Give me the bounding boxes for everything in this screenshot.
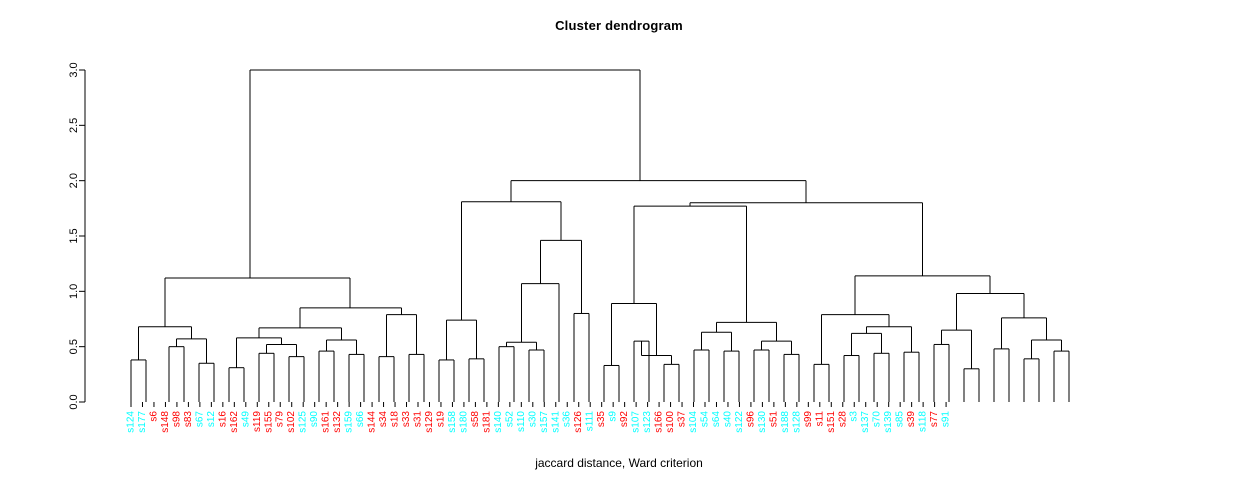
- y-axis-tick-label: 2.0: [68, 173, 80, 188]
- leaf-label: s162: [229, 411, 240, 433]
- leaf-label: s180: [458, 411, 469, 433]
- leaf-label: s118: [918, 411, 929, 432]
- leaf-label: s36: [562, 411, 573, 428]
- leaf-label: s122: [734, 411, 745, 433]
- leaf-label: s18: [390, 411, 401, 428]
- leaf-label: s6: [148, 411, 159, 422]
- leaf-label: s157: [539, 411, 550, 433]
- leaf-label: s66: [355, 411, 366, 428]
- leaf-label: s92: [619, 411, 630, 428]
- leaf-label: s159: [344, 411, 355, 433]
- leaf-label: s77: [929, 411, 940, 428]
- leaf-label: s132: [332, 411, 343, 433]
- leaf-label: s111: [585, 411, 596, 432]
- leaf-label: s144: [367, 411, 378, 433]
- leaf-label: s104: [688, 411, 699, 433]
- leaf-label: s177: [137, 411, 148, 433]
- leaf-label: s67: [194, 411, 205, 428]
- leaf-label: s90: [309, 411, 320, 428]
- y-axis-tick-label: 2.5: [68, 118, 80, 133]
- leaf-label: s51: [768, 411, 779, 428]
- y-axis: 0.0 0.5 1.0 1.5 2.0 2.5 3.0: [68, 62, 86, 410]
- leaf-label: s130: [757, 411, 768, 433]
- leaf-label: s3: [849, 411, 860, 422]
- leaf-label: s110: [516, 411, 527, 432]
- leaf-label: s96: [745, 411, 756, 428]
- leaf-label: s58: [470, 411, 481, 428]
- leaf-label: s181: [481, 411, 492, 433]
- leaf-label: s124: [126, 411, 137, 433]
- leaf-label: s83: [183, 411, 194, 428]
- y-axis-tick-label: 3.0: [68, 62, 80, 77]
- leaf-label: s188: [780, 411, 791, 433]
- leaf-label: s49: [240, 411, 251, 428]
- leaf-label: s100: [665, 411, 676, 433]
- leaf-label: s54: [700, 411, 711, 428]
- x-axis-caption: jaccard distance, Ward criterion: [535, 456, 703, 470]
- leaf-label: s33: [401, 411, 412, 428]
- leaf-label: s40: [722, 411, 733, 428]
- leaf-label: s12: [206, 411, 217, 428]
- y-axis-tick-label: 0.0: [68, 394, 80, 409]
- leaf-label: s151: [826, 411, 837, 433]
- y-axis-tick-label: 1.5: [68, 228, 80, 243]
- leaf-label: s79: [275, 411, 286, 428]
- leaf-label: s128: [791, 411, 802, 433]
- leaf-label: s125: [298, 411, 309, 433]
- leaf-label: s31: [413, 411, 424, 428]
- leaf-label: s98: [171, 411, 182, 428]
- leaf-label: s30: [527, 411, 538, 428]
- leaf-label: s129: [424, 411, 435, 433]
- leaf-label: s119: [252, 411, 263, 432]
- leaf-label: s137: [860, 411, 871, 433]
- leaf-label: s155: [263, 411, 274, 433]
- leaf-label: s16: [217, 411, 228, 428]
- dendrogram-tree: [130, 69, 1070, 402]
- leaf-label: s166: [654, 411, 665, 433]
- leaf-label: s85: [895, 411, 906, 428]
- leaf-label: s158: [447, 411, 458, 433]
- leaf-label: s19: [435, 411, 446, 428]
- leaf-label: s123: [642, 411, 653, 433]
- leaf-label: s102: [286, 411, 297, 433]
- leaf-label: s126: [573, 411, 584, 433]
- leaf-label: s70: [872, 411, 883, 428]
- page-title: Cluster dendrogram: [555, 18, 683, 33]
- leaf-label: s91: [941, 411, 952, 428]
- leaf-label: s140: [493, 411, 504, 433]
- y-axis-tick-label: 0.5: [68, 339, 80, 354]
- leaf-label: s9: [608, 411, 619, 422]
- leaf-label: s11: [814, 411, 825, 427]
- leaf-label: s141: [550, 411, 561, 433]
- leaf-label: s64: [711, 411, 722, 428]
- leaf-label: s39: [906, 411, 917, 428]
- leaf-label: s161: [321, 411, 332, 433]
- leaf-label: s99: [803, 411, 814, 428]
- leaf-label: s107: [631, 411, 642, 433]
- leaf-label: s148: [160, 411, 171, 433]
- leaf-label: s34: [378, 411, 389, 428]
- y-axis-tick-label: 1.0: [68, 284, 80, 299]
- leaf-label: s35: [596, 411, 607, 428]
- leaf-label: s28: [837, 411, 848, 428]
- leaf-label: s52: [504, 411, 515, 428]
- leaf-label: s37: [677, 411, 688, 428]
- leaf-label: s139: [883, 411, 894, 433]
